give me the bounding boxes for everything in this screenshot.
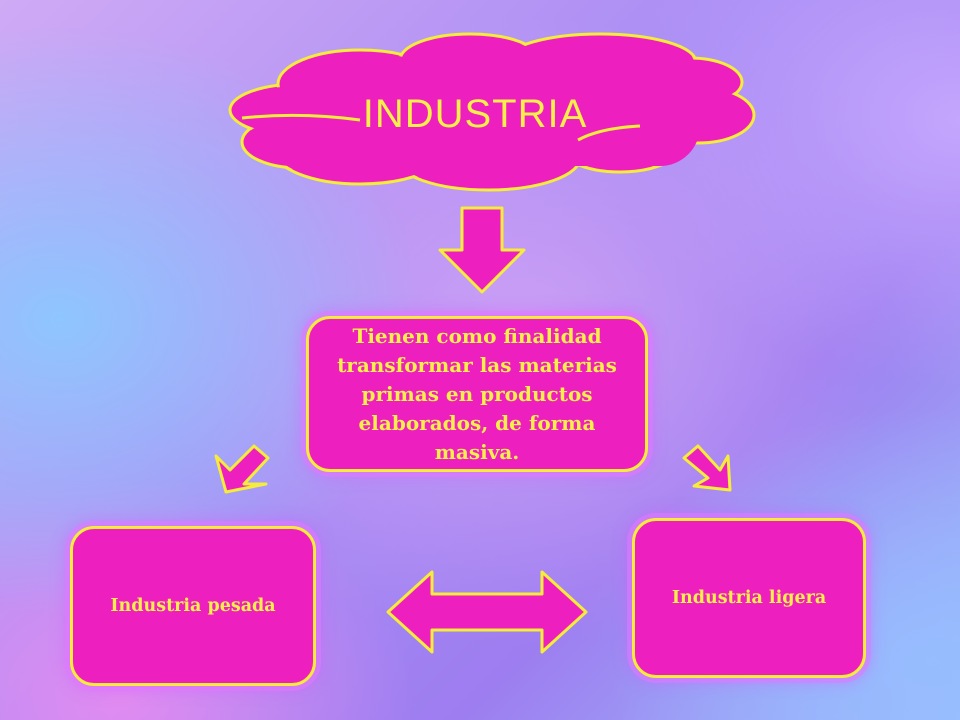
heavy-industry-label: Industria pesada bbox=[110, 596, 276, 616]
arrow-down-left-icon bbox=[214, 444, 270, 494]
title-text: INDUSTRIA bbox=[362, 91, 588, 136]
cloud-edge-arc-left bbox=[241, 113, 361, 122]
title-cloud-body bbox=[232, 36, 752, 188]
light-industry-label: Industria ligera bbox=[671, 588, 827, 608]
arrow-down-right-icon bbox=[682, 444, 732, 492]
cloud-edge-arc-bottom bbox=[577, 124, 641, 142]
definition-text: Tienen como finalidad transformar las ma… bbox=[337, 323, 617, 464]
light-industry-box: Industria ligera bbox=[632, 518, 866, 678]
arrow-down-icon bbox=[438, 206, 526, 294]
heavy-industry-box: Industria pesada bbox=[70, 526, 316, 686]
definition-box: Tienen como finalidad transformar las ma… bbox=[306, 316, 648, 472]
double-arrow-icon bbox=[386, 570, 588, 654]
